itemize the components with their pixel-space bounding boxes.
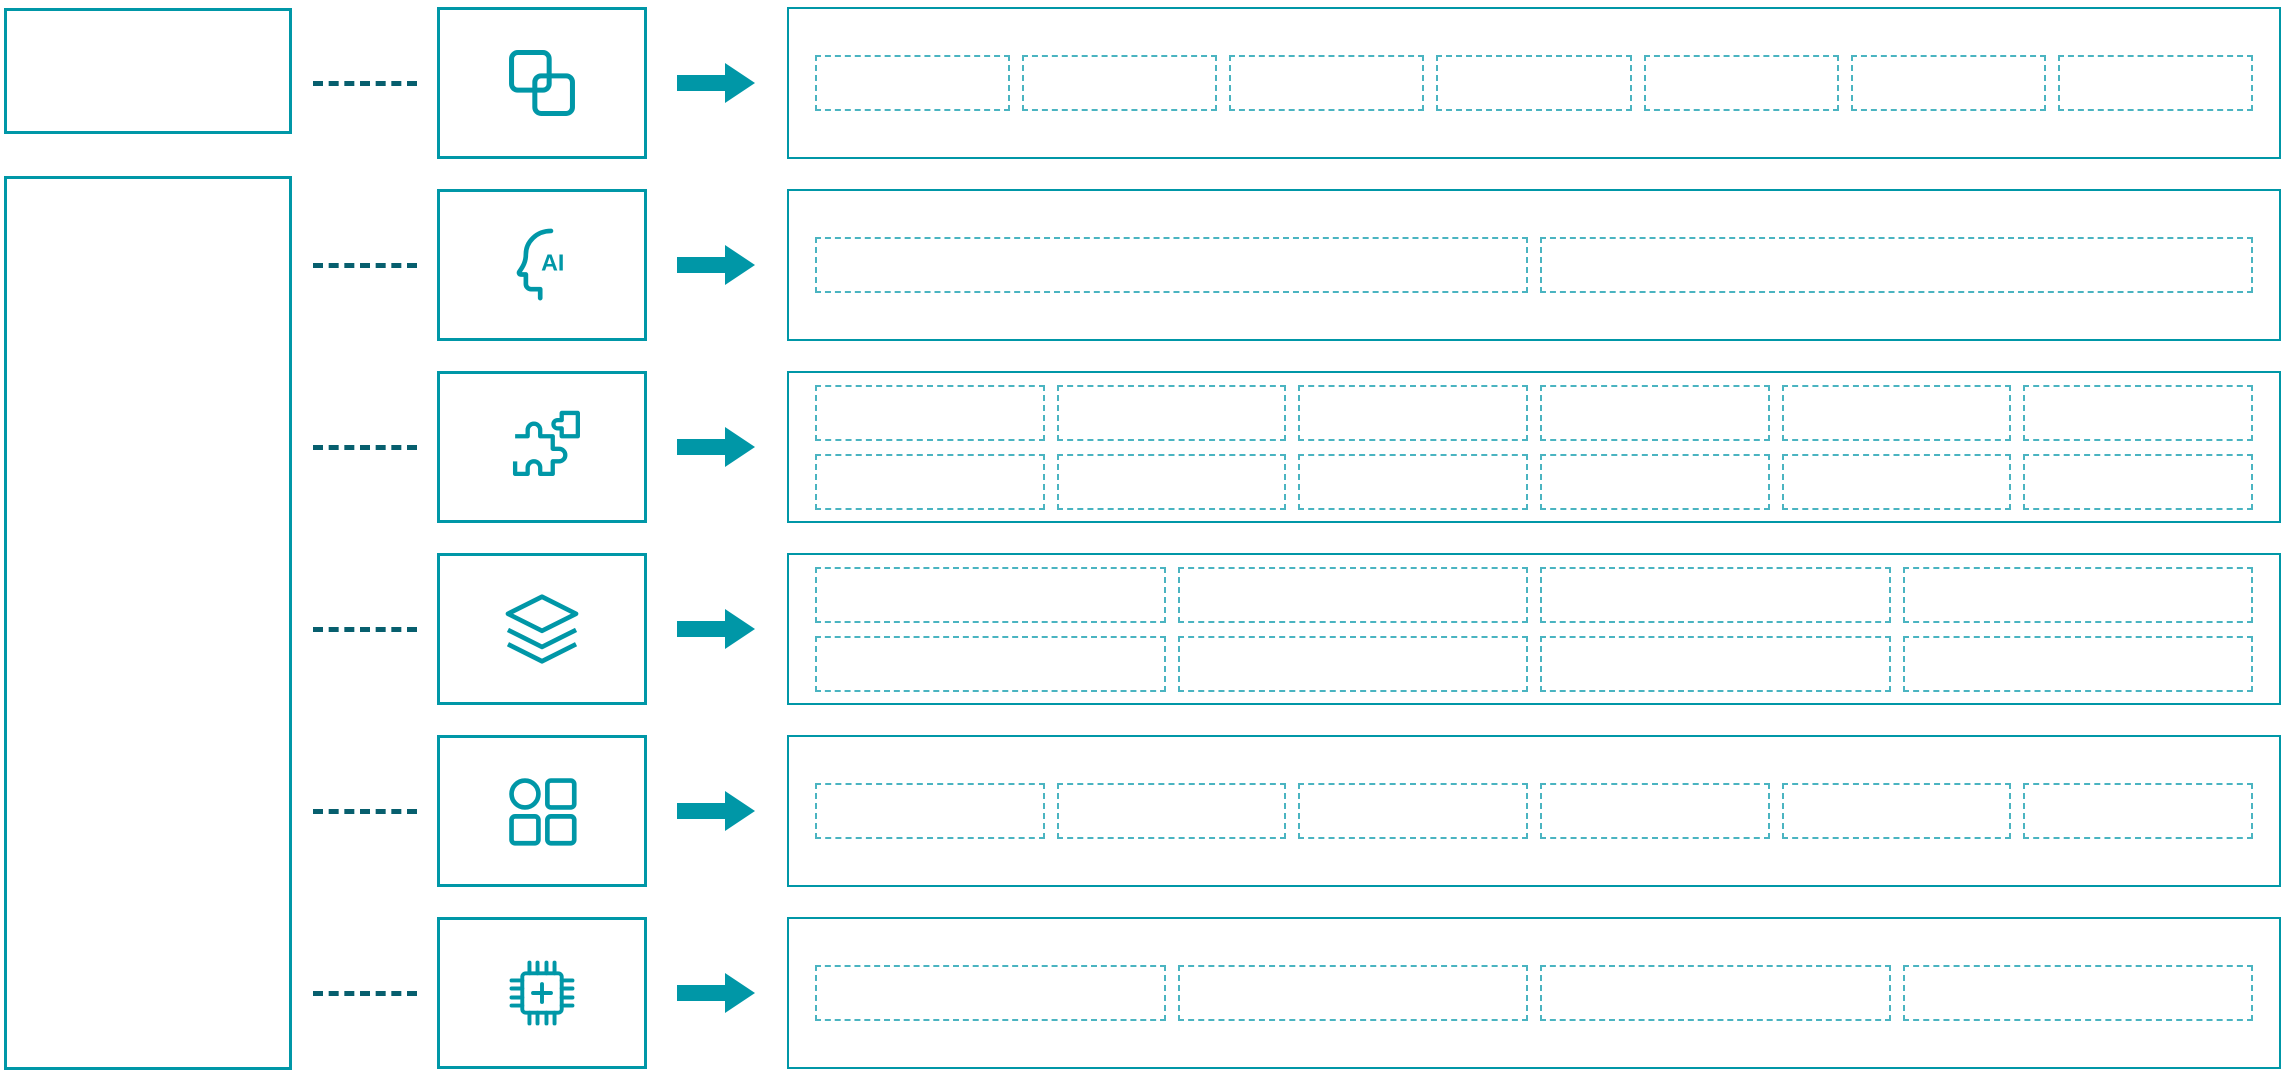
placeholder-box xyxy=(1850,55,2046,111)
content-box xyxy=(787,553,2281,705)
dashed-connector xyxy=(313,80,417,86)
puzzle-pieces-icon xyxy=(499,404,585,490)
content-box xyxy=(787,371,2281,523)
diagram-row xyxy=(0,917,2284,1069)
placeholder-box xyxy=(1902,965,2253,1021)
placeholder-box xyxy=(1056,453,1287,510)
dashed-connector xyxy=(313,990,417,996)
placeholder-row xyxy=(815,965,2253,1021)
arrow-right-icon xyxy=(677,791,755,831)
placeholder-box xyxy=(815,384,1045,441)
diagram-row: AI xyxy=(0,189,2284,341)
arrow-right-icon xyxy=(677,427,755,467)
diagram-row xyxy=(0,553,2284,705)
icon-box: AI xyxy=(437,189,647,341)
placeholder-box xyxy=(1540,237,2253,293)
top-left-box xyxy=(4,8,292,134)
placeholder-box xyxy=(1540,566,1891,623)
placeholder-box xyxy=(1643,55,1839,111)
placeholder-row xyxy=(815,566,2253,623)
diagram-row xyxy=(0,7,2284,159)
placeholder-box xyxy=(1177,635,1528,692)
placeholder-box xyxy=(1540,453,1770,510)
arrow-right-icon xyxy=(677,63,755,103)
ai-head-icon: AI xyxy=(499,222,585,308)
icon-box xyxy=(437,917,647,1069)
content-box xyxy=(787,735,2281,887)
placeholder-box xyxy=(1229,55,1425,111)
placeholder-row xyxy=(815,237,2253,293)
content-box xyxy=(787,189,2281,341)
dashed-connector xyxy=(313,444,417,450)
arrow-right-icon xyxy=(677,973,755,1013)
dashed-connector xyxy=(313,808,417,814)
placeholder-row xyxy=(815,783,2254,839)
diagram-row xyxy=(0,371,2284,523)
cpu-chip-icon xyxy=(499,950,585,1036)
placeholder-box xyxy=(1177,566,1528,623)
arrow-right-icon xyxy=(677,245,755,285)
placeholder-box xyxy=(815,237,1528,293)
placeholder-box xyxy=(1056,783,1287,839)
icon-box xyxy=(437,735,647,887)
diagram-row xyxy=(0,735,2284,887)
placeholder-box xyxy=(1540,384,1770,441)
placeholder-row xyxy=(815,384,2254,441)
placeholder-row xyxy=(815,453,2254,510)
placeholder-box xyxy=(1540,965,1891,1021)
placeholder-box xyxy=(1436,55,1632,111)
placeholder-row xyxy=(815,635,2253,692)
placeholder-box xyxy=(1781,783,2012,839)
placeholder-box xyxy=(2023,453,2254,510)
placeholder-box xyxy=(1298,783,1529,839)
ai-label: AI xyxy=(541,249,564,275)
icon-box xyxy=(437,371,647,523)
dashed-connector xyxy=(313,262,417,268)
placeholder-box xyxy=(815,965,1166,1021)
app-grid-icon xyxy=(499,768,585,854)
content-box xyxy=(787,7,2281,159)
placeholder-box xyxy=(815,55,1011,111)
placeholder-box xyxy=(2023,384,2254,441)
placeholder-box xyxy=(1056,384,1287,441)
placeholder-box xyxy=(815,635,1166,692)
placeholder-box xyxy=(1781,384,2012,441)
layers-icon xyxy=(499,586,585,672)
placeholder-box xyxy=(1022,55,1218,111)
placeholder-box xyxy=(1540,783,1770,839)
overlapping-windows-icon xyxy=(499,40,585,126)
placeholder-box xyxy=(1298,453,1529,510)
placeholder-box xyxy=(1902,635,2253,692)
dashed-connector xyxy=(313,626,417,632)
icon-box xyxy=(437,7,647,159)
content-box xyxy=(787,917,2281,1069)
icon-box xyxy=(437,553,647,705)
left-panel-box xyxy=(4,176,292,1070)
placeholder-box xyxy=(815,783,1045,839)
placeholder-box xyxy=(1298,384,1529,441)
placeholder-box xyxy=(2023,783,2254,839)
placeholder-row xyxy=(815,55,2253,111)
placeholder-box xyxy=(1781,453,2012,510)
placeholder-box xyxy=(815,453,1045,510)
placeholder-box xyxy=(1540,635,1891,692)
arrow-right-icon xyxy=(677,609,755,649)
placeholder-box xyxy=(1177,965,1528,1021)
placeholder-box xyxy=(815,566,1166,623)
placeholder-box xyxy=(2057,55,2253,111)
diagram-rows: AI xyxy=(0,7,2284,1069)
placeholder-box xyxy=(1902,566,2253,623)
